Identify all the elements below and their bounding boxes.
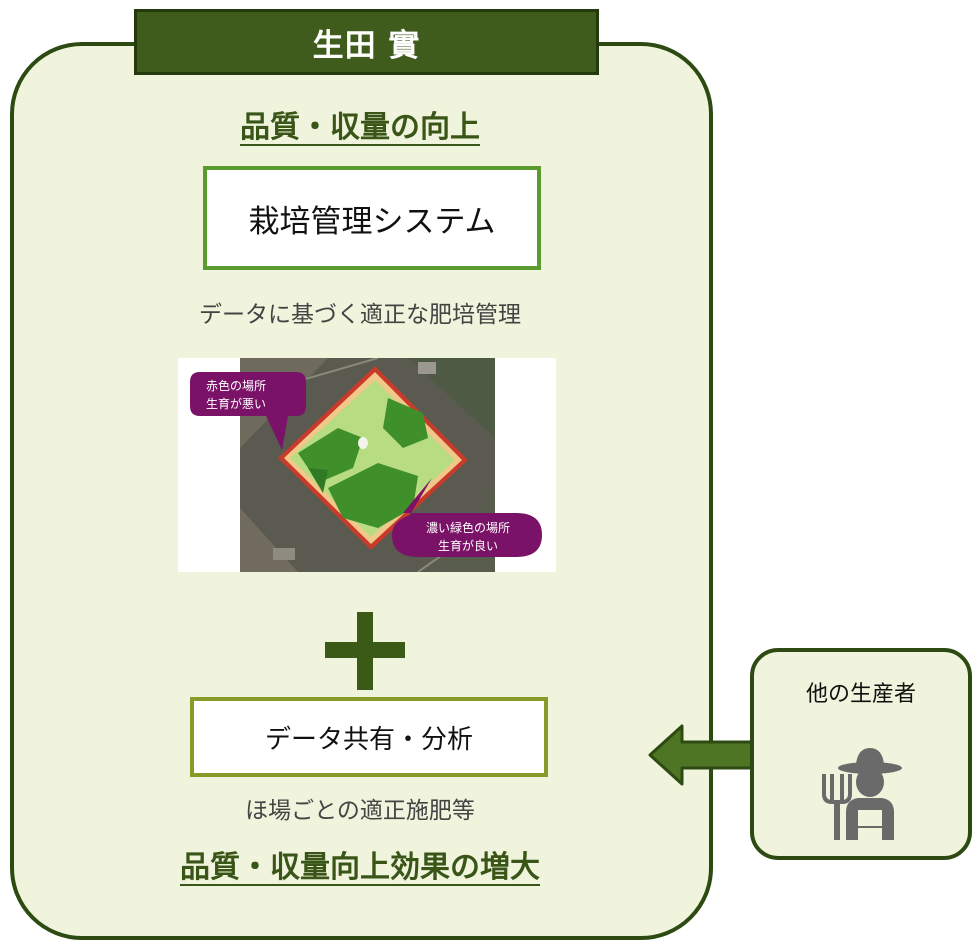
main-heading: 品質・収量の向上 bbox=[240, 110, 480, 145]
share-label: データ共有・分析 bbox=[264, 724, 473, 755]
bubble-green-line2: 生育が良い bbox=[438, 538, 498, 553]
system-label: 栽培管理システム bbox=[248, 203, 496, 240]
bubble-red-line1: 赤色の場所 bbox=[206, 379, 266, 393]
producer-label: 他の生産者 bbox=[805, 682, 916, 707]
system-box: 栽培管理システム bbox=[203, 166, 541, 270]
farmer-icon bbox=[822, 748, 902, 840]
share-box: データ共有・分析 bbox=[190, 697, 548, 777]
bubble-green-line1: 濃い緑色の場所 bbox=[426, 520, 510, 535]
field-map-image: 赤色の場所 生育が悪い 濃い緑色の場所 生育が良い bbox=[178, 358, 556, 572]
system-caption: データに基づく適正な肥培管理 bbox=[199, 302, 521, 328]
plus-icon bbox=[325, 612, 405, 690]
result-heading: 品質・収量向上効果の増大 bbox=[180, 850, 540, 885]
share-caption: ほ場ごとの適正施肥等 bbox=[245, 798, 475, 824]
name-banner: 生田 實 bbox=[134, 9, 599, 75]
name-title: 生田 實 bbox=[312, 27, 421, 64]
bubble-red-line2: 生育が悪い bbox=[206, 396, 266, 411]
